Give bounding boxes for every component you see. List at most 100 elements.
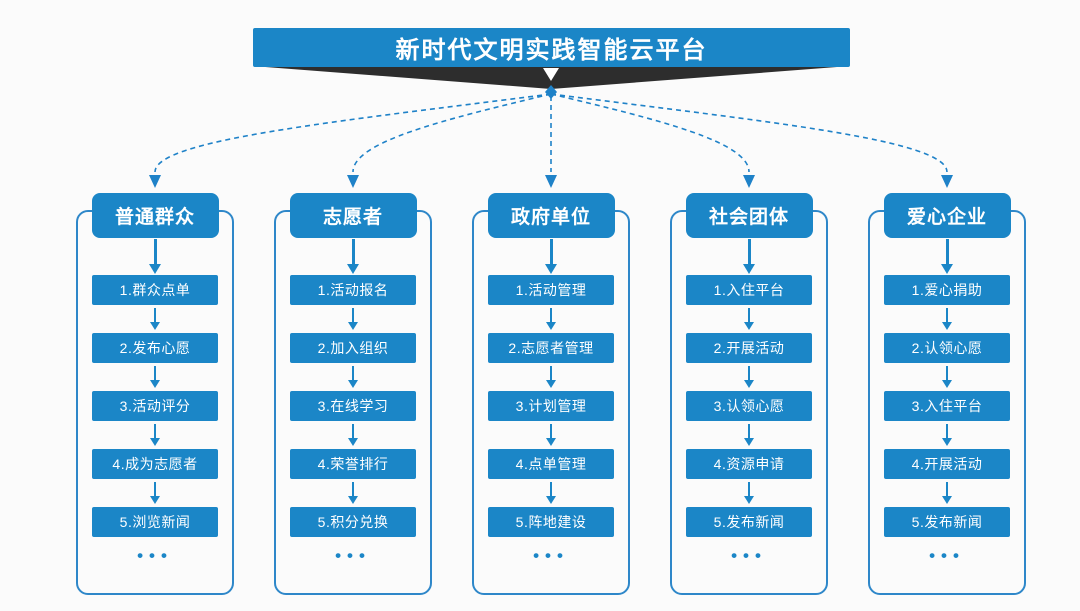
down-arrow-icon [670,363,828,391]
down-arrow-icon [274,238,432,275]
step-label: 4.开展活动 [911,456,983,472]
down-arrow-icon [274,479,432,507]
dashed-connector [352,93,552,173]
connector-arrowhead-icon [545,175,557,188]
step-label: 2.认领心愿 [911,340,983,356]
step-box: 1.群众点单 [92,275,218,305]
step-label: 1.群众点单 [119,282,191,298]
step-label: 1.入住平台 [713,282,785,298]
step-label: 2.加入组织 [317,340,389,356]
step-label: 3.入住平台 [911,398,983,414]
step-box: 3.入住平台 [884,391,1010,421]
down-arrow-icon [670,479,828,507]
down-arrow-icon [670,305,828,333]
step-label: 2.志愿者管理 [508,340,594,356]
step-box: 1.活动报名 [290,275,416,305]
step-box: 2.发布心愿 [92,333,218,363]
down-arrow-icon [76,421,234,449]
step-label: 3.计划管理 [515,398,587,414]
step-box: 3.活动评分 [92,391,218,421]
step-box: 4.成为志愿者 [92,449,218,479]
platform-title-banner: 新时代文明实践智能云平台 [253,28,850,67]
column-header: 爱心企业 [883,193,1011,238]
step-box: 1.入住平台 [686,275,812,305]
dashed-connector [550,93,750,173]
column-title: 爱心企业 [906,207,987,228]
down-arrow-icon [670,421,828,449]
step-label: 4.资源申请 [713,456,785,472]
step-label: 1.爱心捐助 [911,282,983,298]
step-box: 1.爱心捐助 [884,275,1010,305]
dashed-connector [154,93,552,173]
connector-arrowhead-icon [149,175,161,188]
step-box: 2.加入组织 [290,333,416,363]
column-header: 普通群众 [91,193,219,238]
step-box: 3.计划管理 [488,391,614,421]
step-box: 5.积分兑换 [290,507,416,537]
down-arrow-icon [76,363,234,391]
down-arrow-icon [472,479,630,507]
step-box: 4.开展活动 [884,449,1010,479]
step-label: 5.浏览新闻 [119,514,191,530]
step-label: 4.点单管理 [515,456,587,472]
ellipsis-dots: ••• [929,546,965,565]
down-arrow-icon [868,479,1026,507]
down-arrow-icon [472,305,630,333]
dashed-connector [550,93,948,173]
down-arrow-icon [274,305,432,333]
ellipsis-dots: ••• [533,546,569,565]
step-box: 4.荣誉排行 [290,449,416,479]
column-title: 普通群众 [114,207,195,228]
step-label: 1.活动管理 [515,282,587,298]
step-label: 3.认领心愿 [713,398,785,414]
ellipsis-dots: ••• [137,546,173,565]
platform-title: 新时代文明实践智能云平台 [395,37,708,64]
connector-arrowhead-icon [347,175,359,188]
column-ordinary-people: 普通群众 1.群众点单 2.发布心愿 3.活动评分 4.成为志愿者 5.浏览新闻… [76,193,234,595]
step-box: 2.志愿者管理 [488,333,614,363]
down-arrow-icon [472,238,630,275]
down-arrow-icon [472,421,630,449]
column-government-units: 政府单位 1.活动管理 2.志愿者管理 3.计划管理 4.点单管理 5.阵地建设… [472,193,630,595]
step-box: 2.认领心愿 [884,333,1010,363]
column-title: 社会团体 [708,207,789,228]
step-box: 1.活动管理 [488,275,614,305]
connector-arrowhead-icon [941,175,953,188]
column-caring-enterprises: 爱心企业 1.爱心捐助 2.认领心愿 3.入住平台 4.开展活动 5.发布新闻 … [868,193,1026,595]
down-arrow-icon [76,238,234,275]
ellipsis-dots: ••• [731,546,767,565]
down-arrow-icon [274,421,432,449]
down-arrow-icon [868,305,1026,333]
column-volunteers: 志愿者 1.活动报名 2.加入组织 3.在线学习 4.荣誉排行 5.积分兑换 •… [274,193,432,595]
column-title: 志愿者 [322,207,383,228]
down-arrow-icon [274,363,432,391]
step-label: 5.发布新闻 [911,514,983,530]
banner-ribbon [253,66,850,89]
ellipsis-dots: ••• [335,546,371,565]
step-box: 5.阵地建设 [488,507,614,537]
step-label: 5.积分兑换 [317,514,389,530]
column-header: 志愿者 [289,193,417,238]
connector-arrowhead-icon [743,175,755,188]
down-arrow-icon [76,479,234,507]
down-arrow-icon [868,421,1026,449]
step-label: 3.在线学习 [317,398,389,414]
step-box: 5.发布新闻 [884,507,1010,537]
step-box: 4.资源申请 [686,449,812,479]
step-box: 4.点单管理 [488,449,614,479]
column-header: 社会团体 [685,193,813,238]
down-arrow-icon [76,305,234,333]
step-label: 5.阵地建设 [515,514,587,530]
down-arrow-icon [472,363,630,391]
step-label: 5.发布新闻 [713,514,785,530]
step-label: 1.活动报名 [317,282,389,298]
step-label: 3.活动评分 [119,398,191,414]
step-label: 4.荣誉排行 [317,456,389,472]
column-header: 政府单位 [487,193,615,238]
step-box: 5.发布新闻 [686,507,812,537]
down-arrow-icon [868,363,1026,391]
down-arrow-icon [670,238,828,275]
column-social-groups: 社会团体 1.入住平台 2.开展活动 3.认领心愿 4.资源申请 5.发布新闻 … [670,193,828,595]
step-box: 5.浏览新闻 [92,507,218,537]
